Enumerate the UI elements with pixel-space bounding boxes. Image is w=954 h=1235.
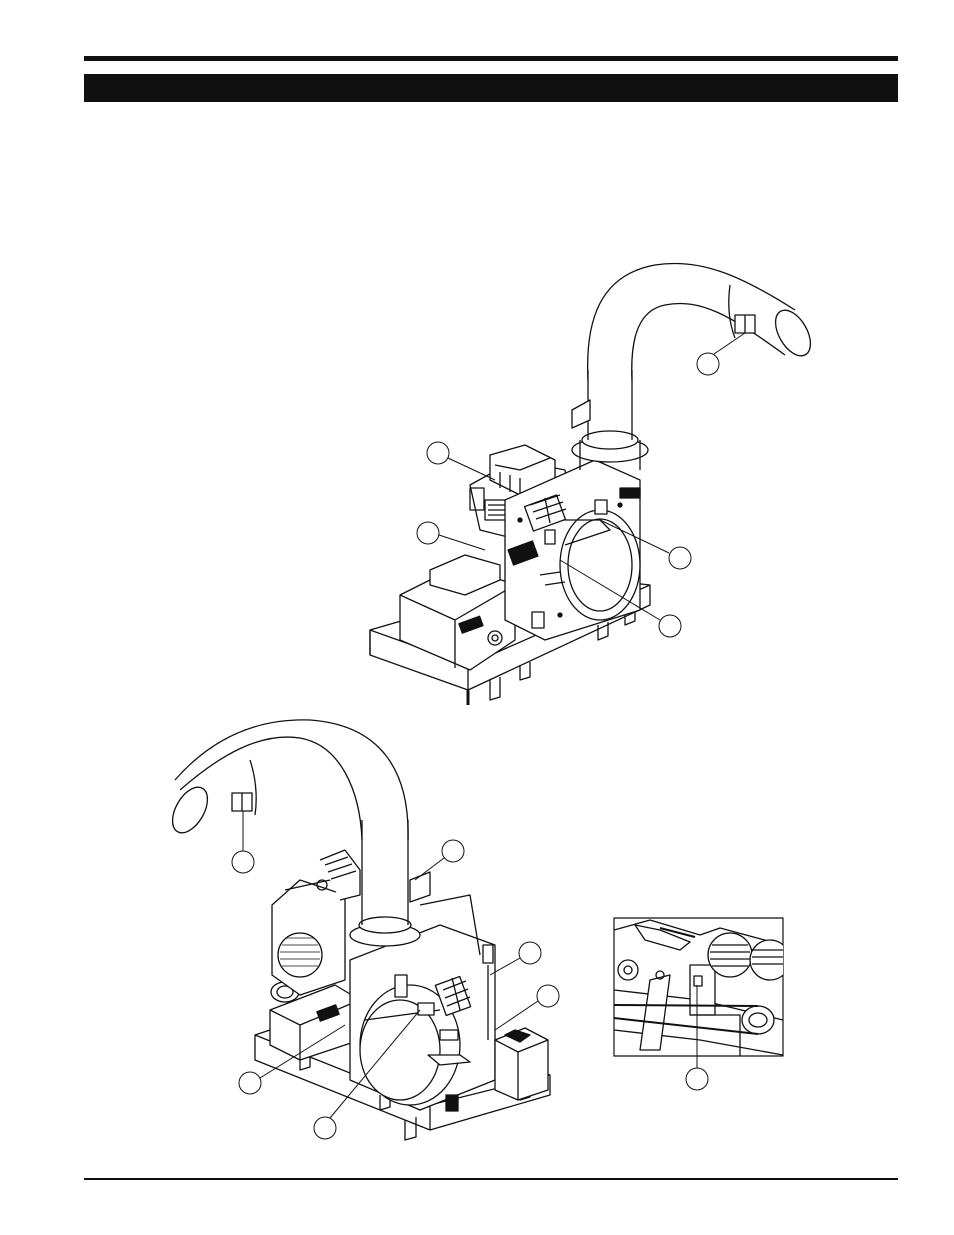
detail-inset: [613, 917, 784, 1091]
lower-machine-drawing: [171, 719, 551, 1141]
callout-circle: [231, 850, 255, 874]
callout-circle: [313, 1116, 337, 1140]
callout-circle: [426, 441, 450, 465]
callout-circle: [696, 352, 720, 376]
upper-callouts: [416, 332, 746, 638]
callout-circle: [238, 1071, 262, 1095]
lower-callouts: [231, 811, 560, 1140]
callout-circle: [685, 1067, 709, 1091]
bottom-rule: [84, 1178, 898, 1180]
callout-circle: [518, 941, 542, 965]
callout-circle: [441, 839, 465, 863]
top-rule: [84, 56, 898, 61]
upper-machine-drawing: [369, 262, 812, 705]
callout-circle: [658, 614, 682, 638]
callout-circle: [668, 546, 692, 570]
section-title-bar: [84, 74, 898, 102]
callout-circle: [536, 984, 560, 1008]
callout-circle: [416, 521, 440, 545]
